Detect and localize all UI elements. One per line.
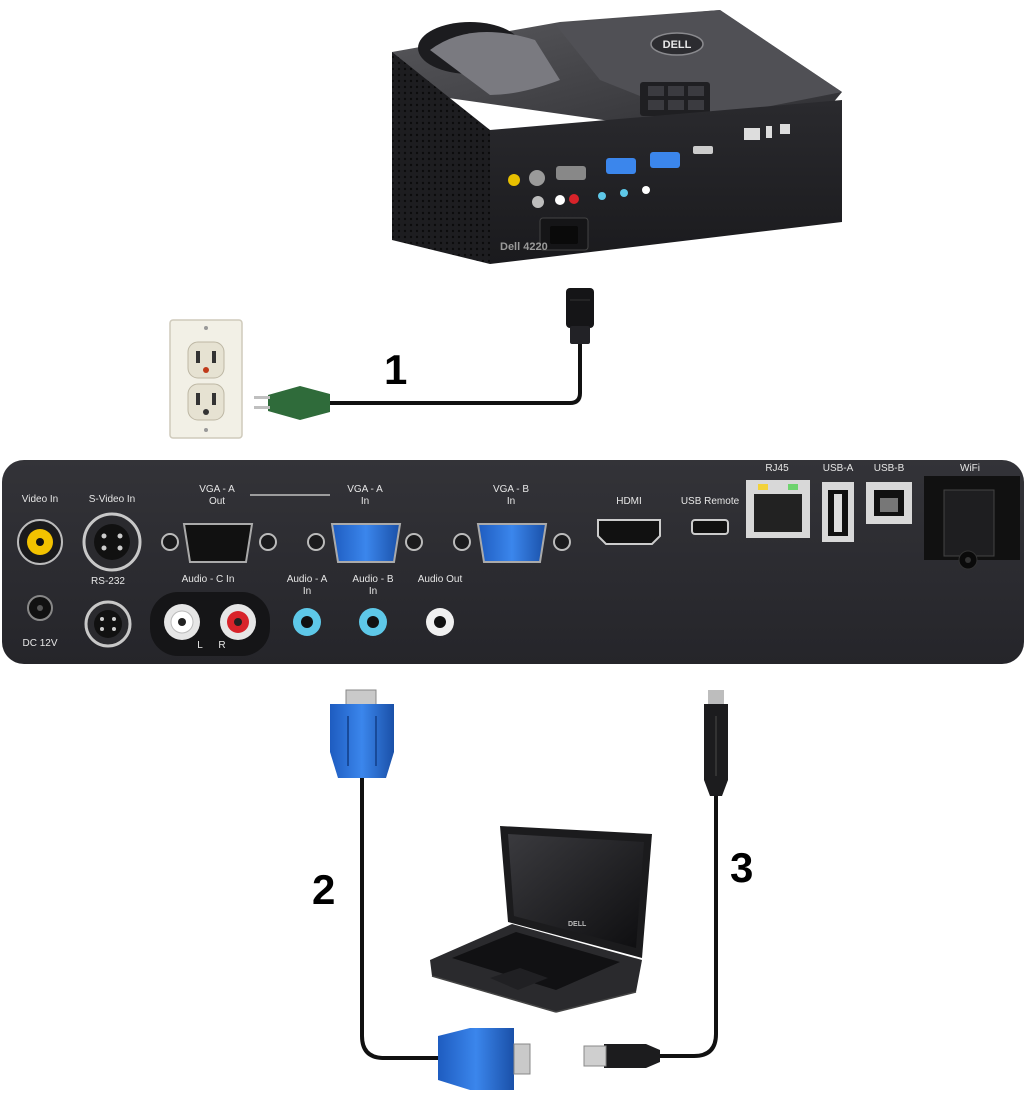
- iec-connector: [566, 288, 594, 328]
- wifi-module: [924, 476, 1020, 570]
- usb-cable: [583, 690, 728, 1068]
- laptop-keyboard: [452, 932, 620, 990]
- label-vga-a-out-1: VGA - A: [199, 484, 235, 495]
- video-in-port[interactable]: [17, 519, 63, 565]
- usb-a-plug-body: [604, 1044, 660, 1068]
- usb-a-port[interactable]: [822, 482, 854, 542]
- rj45-port[interactable]: [746, 480, 810, 538]
- dc-12v-port[interactable]: [27, 595, 53, 621]
- laptop-logo: DELL: [568, 921, 587, 928]
- label-audio-b-in-2: In: [369, 586, 377, 597]
- usb-b-port[interactable]: [866, 482, 912, 524]
- usb-a-plug-tip: [583, 1045, 607, 1067]
- label-s-video-in: S-Video In: [89, 494, 136, 505]
- vga-connector-top-body: [330, 704, 394, 778]
- power-plug: [268, 386, 330, 420]
- label-wifi: WiFi: [960, 463, 980, 474]
- label-audio-b-in-1: Audio - B: [352, 574, 393, 585]
- projector-model-label: Dell 4220: [500, 241, 548, 253]
- audio-a-in-port[interactable]: [293, 608, 321, 636]
- projector-top-panel: [555, 10, 842, 120]
- label-vga-a-out-2: Out: [209, 496, 225, 507]
- s-video-in-port[interactable]: [82, 512, 142, 572]
- label-dc-12v: DC 12V: [22, 638, 57, 649]
- label-vga-a-in-2: In: [361, 496, 369, 507]
- label-vga-a-in-1: VGA - A: [347, 484, 383, 495]
- label-audio-out: Audio Out: [418, 574, 463, 585]
- audio-b-in-port[interactable]: [359, 608, 387, 636]
- callout-1: 1: [384, 346, 407, 393]
- vga-cable: [330, 689, 531, 1090]
- label-usb-remote: USB Remote: [681, 496, 740, 507]
- audio-c-in-ports[interactable]: [150, 592, 270, 656]
- label-audio-c-in: Audio - C In: [182, 574, 235, 585]
- label-video-in: Video In: [22, 494, 59, 505]
- usb-b-plug-tip: [708, 690, 724, 704]
- laptop: DELL: [430, 826, 652, 1013]
- label-audio-a-in-1: Audio - A: [287, 574, 328, 585]
- vga-connector-bottom-body: [438, 1028, 514, 1090]
- power-cable: [254, 288, 594, 420]
- projector-logo-badge: [650, 32, 704, 56]
- label-audio-r: R: [218, 640, 225, 651]
- laptop-screen: [508, 834, 644, 948]
- callout-2: 2: [312, 866, 335, 913]
- vga-connector-bottom-pins: [513, 1043, 531, 1075]
- laptop-touchpad: [490, 968, 548, 990]
- label-hdmi: HDMI: [616, 496, 642, 507]
- usb-remote-port[interactable]: [691, 519, 729, 535]
- label-usb-a: USB-A: [823, 463, 854, 474]
- wall-outlet: [169, 319, 243, 439]
- callout-3: 3: [730, 844, 753, 891]
- label-usb-b: USB-B: [874, 463, 905, 474]
- label-vga-b-in-2: In: [507, 496, 515, 507]
- vga-a-out-port[interactable]: [161, 523, 277, 563]
- label-rj45: RJ45: [765, 463, 789, 474]
- vga-a-in-port[interactable]: [307, 523, 423, 563]
- label-vga-b-in-1: VGA - B: [493, 484, 529, 495]
- rs232-port[interactable]: [84, 600, 132, 648]
- audio-out-port[interactable]: [426, 608, 454, 636]
- label-audio-a-in-2: In: [303, 586, 311, 597]
- projector-keypad: [640, 82, 710, 116]
- label-rs232: RS-232: [91, 576, 125, 587]
- projector-lens-cap: [430, 32, 560, 95]
- label-audio-l: L: [197, 640, 203, 651]
- vga-connector-top-pins: [345, 689, 377, 707]
- rear-panel: Video In S-Video In VGA - A Out VGA - A …: [2, 460, 1024, 664]
- vga-b-in-port[interactable]: [453, 523, 571, 563]
- projector-logo: DELL: [663, 39, 692, 51]
- projector-rear-ports: [508, 124, 790, 251]
- hdmi-port[interactable]: [597, 519, 661, 545]
- projector-side-vent: [392, 52, 490, 264]
- projector: DELL: [392, 10, 842, 264]
